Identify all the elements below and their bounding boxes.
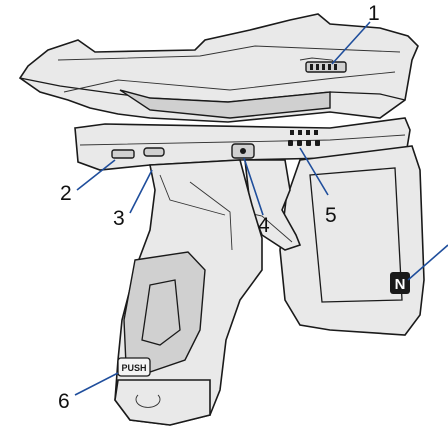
callout-5: 5 — [325, 204, 337, 227]
port-3 — [143, 147, 165, 157]
port-2 — [111, 149, 135, 159]
nfc-label: N — [395, 276, 406, 293]
leader-4 — [243, 157, 264, 216]
leader-5 — [299, 147, 329, 196]
leader-6 — [74, 372, 119, 396]
phone-cradle — [18, 13, 419, 123]
callout-6: 6 — [58, 390, 70, 413]
callout-2: 2 — [60, 182, 72, 205]
contacts-5 — [288, 130, 320, 146]
leader-2 — [76, 159, 116, 191]
pistol-grip: PUSH — [114, 159, 263, 426]
push-button-label: PUSH — [121, 363, 146, 373]
leader-3 — [129, 169, 153, 214]
nfc-icon — [390, 272, 410, 294]
cradle-connector — [305, 61, 347, 73]
leader-1 — [331, 21, 371, 65]
push-button — [117, 357, 151, 377]
callout-3: 3 — [113, 207, 125, 230]
callout-1: 1 — [368, 2, 380, 25]
leader-lines — [74, 21, 448, 396]
leader-nfc — [407, 244, 448, 281]
callout-4: 4 — [258, 214, 270, 237]
callouts: 1 2 3 4 5 6 — [58, 2, 380, 413]
antenna-housing: N — [279, 145, 425, 336]
